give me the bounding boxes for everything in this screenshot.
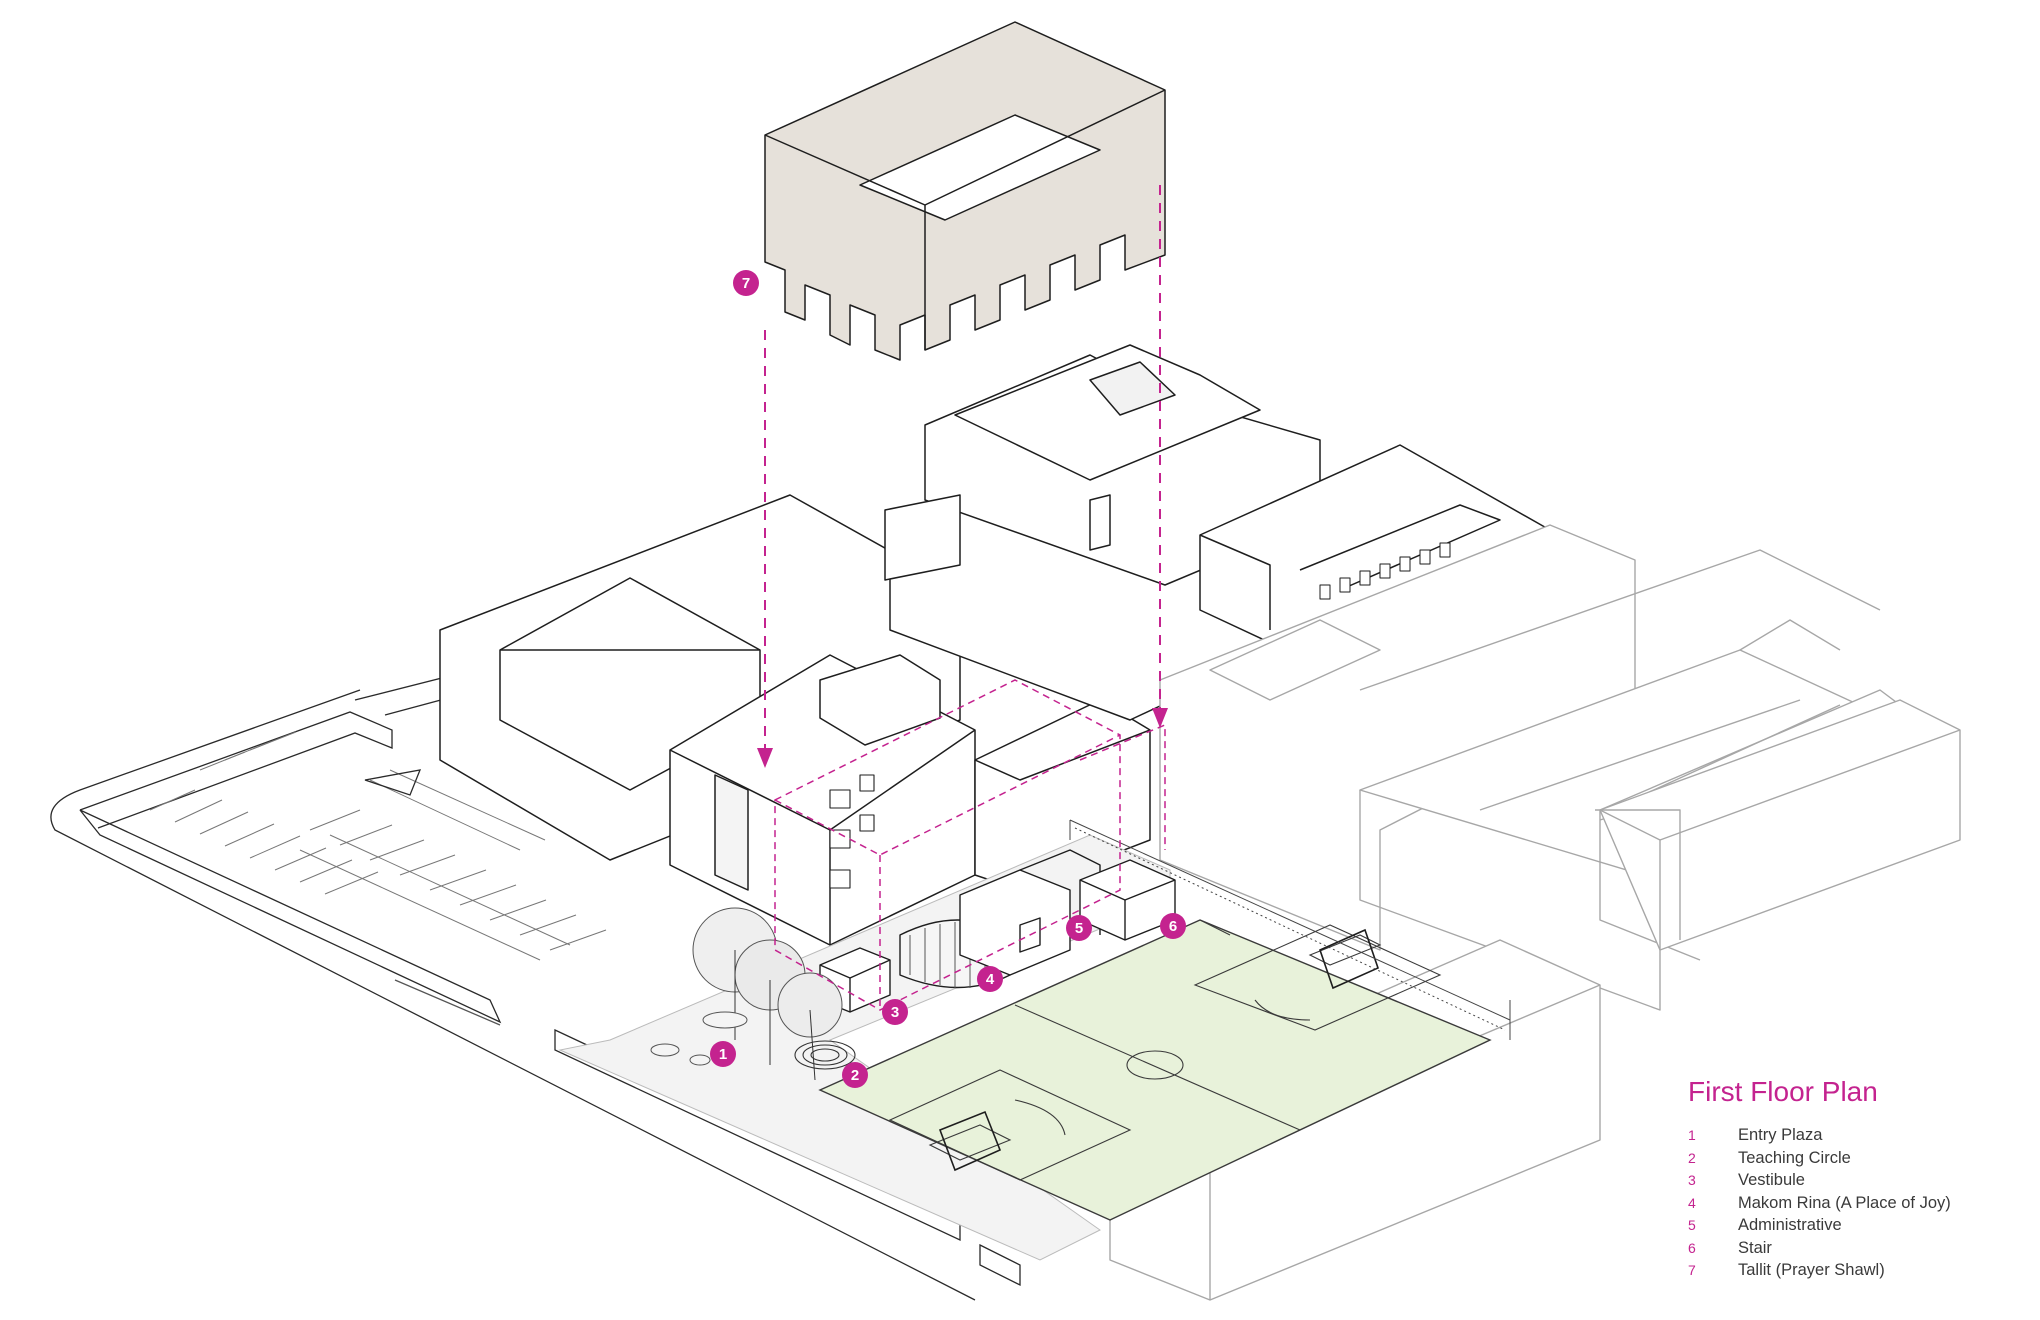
perimeter-fence — [1069, 819, 1511, 1040]
projection-arrows — [764, 185, 1161, 755]
svg-text:1: 1 — [719, 1046, 727, 1063]
marker-5: 5 — [1066, 915, 1092, 941]
marker-3: 3 — [882, 999, 908, 1025]
marker-6: 6 — [1160, 913, 1186, 939]
legend-item: 4 Makom Rina (A Place of Joy) — [1688, 1194, 2018, 1217]
marker-7: 7 — [733, 270, 759, 296]
plaza-trees — [650, 907, 843, 1081]
svg-text:5: 5 — [1075, 920, 1083, 937]
parking-lot — [50, 614, 1021, 1301]
legend-item-number: 4 — [1688, 1194, 1696, 1211]
legend-title: First Floor Plan — [1688, 1076, 1878, 1107]
legend-item-label: Vestibule — [1738, 1171, 1805, 1189]
legend-item-number: 6 — [1688, 1239, 1696, 1256]
map-markers: 1 2 3 4 5 6 7 — [710, 270, 1186, 1088]
svg-text:7: 7 — [742, 275, 750, 292]
arrow-heads — [757, 708, 1168, 768]
marker-2: 2 — [842, 1062, 868, 1088]
legend-item-number: 5 — [1688, 1217, 1696, 1233]
teaching-circle-seating — [794, 1040, 856, 1070]
svg-text:6: 6 — [1169, 918, 1177, 935]
legend-item: 7 Tallit (Prayer Shawl) — [1688, 1261, 2018, 1284]
legend-item: 2 Teaching Circle — [1688, 1149, 2018, 1172]
legend-item-label: Makom Rina (A Place of Joy) — [1738, 1193, 1951, 1212]
soccer-field — [818, 919, 1492, 1221]
legend-item-label: Stair — [1738, 1238, 1772, 1257]
svg-text:3: 3 — [891, 1004, 899, 1021]
projection-volumes — [774, 679, 1166, 1011]
legend-item-label: Teaching Circle — [1738, 1148, 1851, 1167]
marker-4: 4 — [977, 966, 1003, 992]
main-building — [439, 344, 1551, 946]
legend-item-label: Entry Plaza — [1738, 1126, 1823, 1144]
legend-item-number: 7 — [1688, 1262, 1696, 1278]
legend-item: 1 Entry Plaza — [1688, 1126, 2018, 1149]
marker-1: 1 — [710, 1041, 736, 1067]
legend-item: 3 Vestibule — [1688, 1171, 2018, 1194]
tallit-volume — [764, 21, 1166, 361]
svg-text:4: 4 — [986, 971, 995, 988]
legend-item: 6 Stair — [1688, 1239, 2018, 1262]
legend-item-number: 3 — [1688, 1172, 1696, 1188]
svg-text:2: 2 — [851, 1067, 859, 1084]
adjacent-buildings — [1109, 524, 1961, 1301]
legend: First Floor Plan 1 Entry Plaza 2 Teachin… — [1688, 1076, 2018, 1284]
legend-item-label: Tallit (Prayer Shawl) — [1738, 1261, 1885, 1279]
legend-item: 5 Administrative — [1688, 1216, 2018, 1239]
legend-item-number: 2 — [1688, 1149, 1696, 1166]
legend-item-label: Administrative — [1738, 1216, 1842, 1234]
legend-item-number: 1 — [1688, 1127, 1696, 1143]
